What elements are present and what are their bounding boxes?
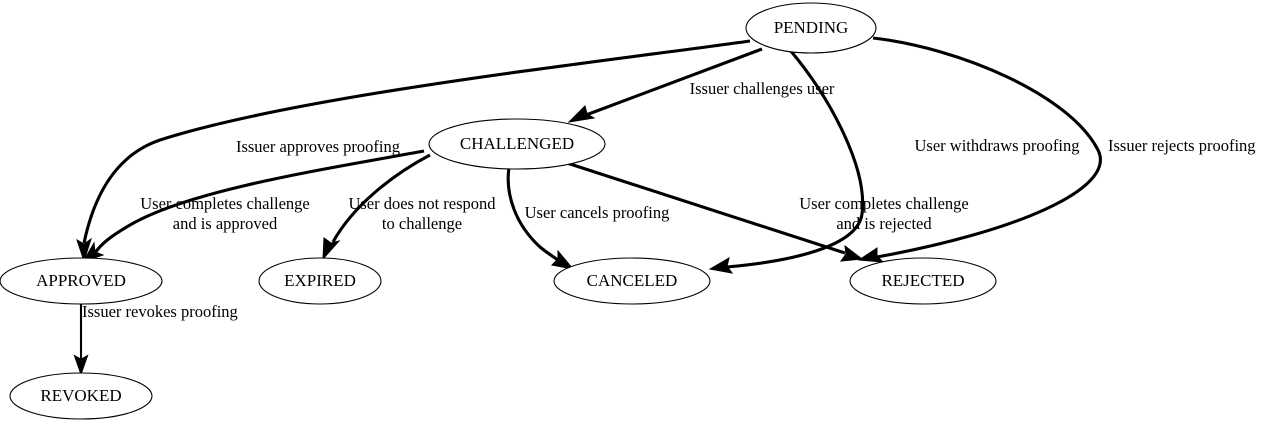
edge-challenged-rejected-arrowhead xyxy=(839,244,864,262)
edge-pending-approved-label: Issuer approves proofing xyxy=(236,137,400,156)
edge-pending-approved-path xyxy=(82,39,751,244)
edge-challenged-expired-label-line2: to challenge xyxy=(382,214,462,233)
node-revoked-ellipse[interactable] xyxy=(9,372,153,420)
node-approved[interactable]: APPROVED xyxy=(0,257,163,305)
node-revoked[interactable]: REVOKED xyxy=(9,372,153,420)
node-expired-label: EXPIRED xyxy=(284,271,356,290)
edge-pending-approved-arrowhead xyxy=(76,237,92,263)
node-expired[interactable]: EXPIRED xyxy=(258,257,382,305)
edge-challenged-approved-label-line2: and is approved xyxy=(173,214,278,233)
node-pending[interactable]: PENDING xyxy=(745,2,877,54)
edge-pending-canceled-arrowhead xyxy=(708,256,734,274)
node-pending-ellipse[interactable] xyxy=(745,2,877,54)
edge-challenged-canceled: User cancels proofing xyxy=(506,166,670,270)
edge-pending-canceled-path xyxy=(726,49,865,269)
node-approved-label: APPROVED xyxy=(36,271,126,290)
edge-challenged-approved-label-line1: User completes challenge xyxy=(140,194,310,213)
edge-challenged-rejected-label-line2: and is rejected xyxy=(836,214,932,233)
edge-challenged-approved-path xyxy=(93,149,425,254)
edge-challenged-expired-path xyxy=(331,153,431,243)
edge-challenged-expired-arrowhead xyxy=(322,237,341,261)
edge-pending-approved: Issuer approves proofing xyxy=(76,39,751,263)
edge-challenged-canceled-label: User cancels proofing xyxy=(525,203,670,222)
node-canceled[interactable]: CANCELED xyxy=(553,257,711,305)
edge-pending-rejected-arrowhead xyxy=(857,247,885,263)
node-rejected-ellipse[interactable] xyxy=(849,257,997,305)
node-challenged[interactable]: CHALLENGED xyxy=(428,118,606,170)
edge-pending-rejected: Issuer rejects proofing xyxy=(857,36,1256,263)
edge-approved-revoked: Issuer revokes proofing xyxy=(73,302,238,376)
edge-pending-challenged-arrowhead xyxy=(567,105,596,123)
edge-pending-rejected-path xyxy=(872,36,1102,259)
edge-pending-canceled-label: User withdraws proofing xyxy=(915,136,1080,155)
node-approved-ellipse[interactable] xyxy=(0,257,163,305)
edge-challenged-approved-arrowhead xyxy=(81,241,105,263)
node-challenged-label: CHALLENGED xyxy=(460,134,574,153)
node-expired-ellipse[interactable] xyxy=(258,257,382,305)
edge-pending-challenged-path xyxy=(585,47,763,117)
edge-challenged-approved: User completes challenge and is approved xyxy=(81,149,425,263)
edge-challenged-rejected-label-line1: User completes challenge xyxy=(799,194,969,213)
node-challenged-ellipse[interactable] xyxy=(428,118,606,170)
edge-challenged-rejected: User completes challenge and is rejected xyxy=(566,161,969,262)
edge-pending-challenged-label: Issuer challenges user xyxy=(690,79,835,98)
edge-challenged-canceled-arrowhead xyxy=(550,249,575,270)
edge-approved-revoked-arrowhead xyxy=(73,354,89,376)
node-rejected[interactable]: REJECTED xyxy=(849,257,997,305)
edge-pending-challenged: Issuer challenges user xyxy=(567,47,835,123)
edge-challenged-rejected-path xyxy=(566,161,846,255)
node-revoked-label: REVOKED xyxy=(40,386,121,405)
edge-challenged-canceled-path xyxy=(506,166,559,262)
edge-pending-rejected-label: Issuer rejects proofing xyxy=(1108,136,1256,155)
node-canceled-ellipse[interactable] xyxy=(553,257,711,305)
node-canceled-label: CANCELED xyxy=(587,271,678,290)
edge-pending-canceled: User withdraws proofing xyxy=(708,49,1080,274)
node-rejected-label: REJECTED xyxy=(881,271,964,290)
edge-challenged-expired: User does not respond to challenge xyxy=(322,153,496,261)
edge-challenged-expired-label-line1: User does not respond xyxy=(348,194,496,213)
edge-approved-revoked-label: Issuer revokes proofing xyxy=(82,302,238,321)
node-pending-label: PENDING xyxy=(774,18,849,37)
